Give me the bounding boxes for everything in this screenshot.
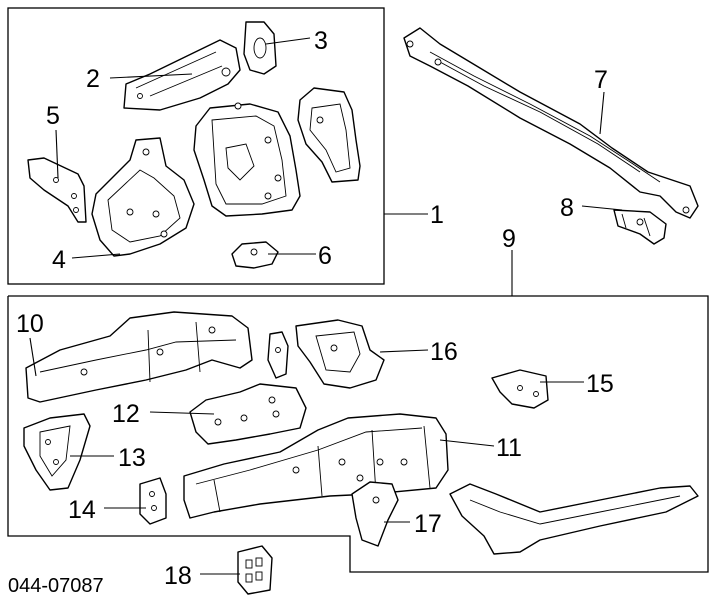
callout-8: 8 — [560, 194, 574, 222]
callout-5: 5 — [46, 102, 60, 130]
leader-2 — [109, 73, 193, 79]
part-6-clip — [231, 241, 279, 269]
part-8-bracket — [613, 209, 667, 245]
part-4-apron — [91, 137, 195, 257]
callout-7: 7 — [594, 66, 608, 94]
part-rear-member — [449, 483, 699, 555]
callout-15: 15 — [586, 370, 614, 398]
leader-5 — [55, 129, 59, 179]
part-10-side-member — [25, 311, 253, 403]
callout-14: 14 — [68, 496, 96, 524]
part-5-bracket — [27, 157, 87, 223]
part-14-clip — [139, 477, 167, 525]
part-1-shock-tower — [193, 102, 301, 217]
leader-7 — [599, 91, 605, 135]
callout-17: 17 — [414, 510, 442, 538]
callout-3: 3 — [314, 27, 328, 55]
callout-10: 10 — [16, 310, 44, 338]
group-1-box — [7, 7, 385, 285]
part-17-bracket — [351, 481, 399, 547]
part-7-crossmember — [403, 27, 699, 219]
callout-2: 2 — [86, 65, 100, 93]
callout-13: 13 — [118, 444, 146, 472]
leader-16 — [379, 349, 429, 353]
part-1-rear-panel — [297, 87, 361, 183]
leader-4 — [71, 253, 121, 259]
leader-3 — [265, 37, 311, 45]
part-3-plate — [243, 21, 277, 75]
part-12-reinforcement — [189, 383, 307, 445]
callout-11: 11 — [496, 434, 522, 462]
part-13-plate — [23, 413, 91, 491]
leader-10 — [29, 337, 37, 377]
callout-16: 16 — [430, 338, 458, 366]
part-10-small-bracket — [267, 331, 289, 379]
part-15-bracket — [491, 369, 549, 409]
callout-1: 1 — [430, 201, 444, 229]
part-16-extension — [295, 319, 385, 389]
callout-4: 4 — [52, 246, 66, 274]
group-9-box — [7, 295, 709, 573]
leader-11 — [439, 439, 495, 447]
callout-12: 12 — [112, 400, 140, 428]
part-18-bracket — [237, 545, 273, 595]
drawing-code: 044-07087 — [8, 575, 104, 597]
leader-8 — [581, 205, 623, 211]
callout-18: 18 — [164, 562, 192, 590]
callout-6: 6 — [318, 242, 332, 270]
leader-12 — [149, 411, 215, 415]
callout-9: 9 — [502, 225, 516, 253]
